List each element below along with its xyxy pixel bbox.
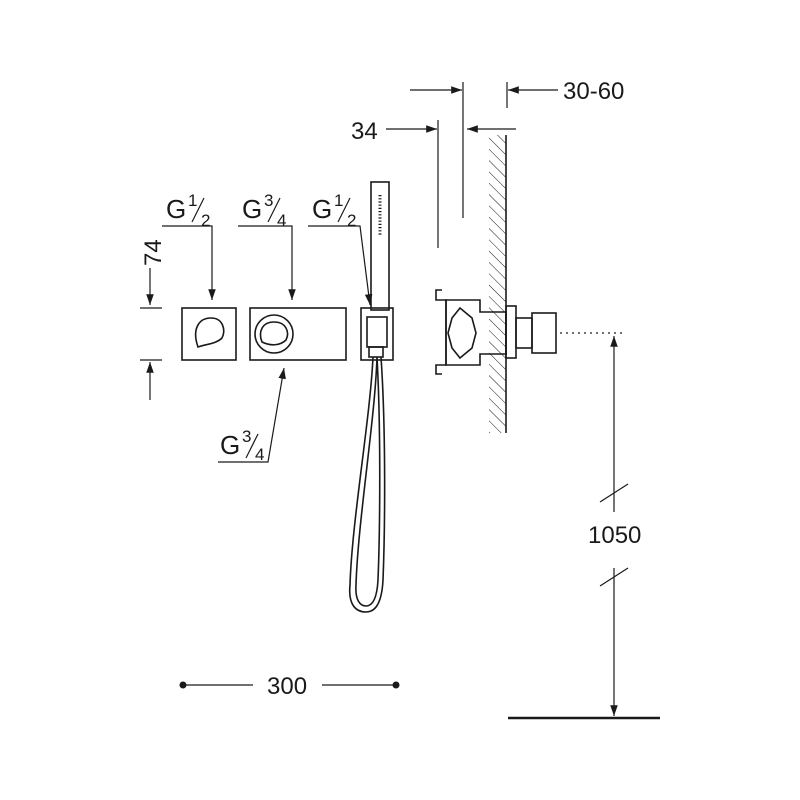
holder-bracket <box>366 316 388 348</box>
break-mark <box>599 483 629 503</box>
thread-prefix: G <box>166 194 186 224</box>
width-dimension: 300 <box>179 673 400 700</box>
hose-nut <box>368 346 384 358</box>
leader-mixer-bottom <box>218 367 286 463</box>
mixer-handle-inner <box>259 321 289 346</box>
hose-connection-plate <box>360 307 394 361</box>
valve-cartridge <box>447 306 477 360</box>
leader-left-outlet <box>162 225 216 300</box>
fraction-denominator: 4 <box>277 211 286 230</box>
mixer-handle-outer <box>254 314 294 354</box>
thread-prefix: G <box>220 430 240 460</box>
mixer-plate <box>249 307 347 361</box>
mounting-bracket <box>435 289 447 375</box>
fraction-slash <box>337 197 351 223</box>
fraction-numerator: 1 <box>188 191 197 210</box>
connection-label-left-outlet: G 1 2 <box>166 191 210 230</box>
fraction-denominator: 4 <box>255 445 264 464</box>
connection-label-hose-outlet: G 1 2 <box>312 191 356 230</box>
fraction-numerator: 3 <box>242 427 251 446</box>
height-label: 1050 <box>588 522 641 549</box>
leader-mixer-inlet <box>238 225 296 300</box>
fraction-slash <box>245 433 259 459</box>
shower-hose-outer <box>348 356 386 613</box>
leader-hose-outlet <box>308 225 373 306</box>
dim-dot-right <box>392 681 400 689</box>
fraction-slash <box>191 197 205 223</box>
fraction-slash <box>267 197 281 223</box>
connection-height-label: 74 <box>140 239 167 266</box>
height-dimension: 1050 <box>508 336 660 720</box>
connection-label-mixer-bottom: G 3 4 <box>220 427 264 464</box>
thread-prefix: G <box>312 194 332 224</box>
depth-34-label: 34 <box>351 118 378 145</box>
valve-side-view <box>435 289 624 375</box>
wall-hatching <box>489 135 506 433</box>
fraction-denominator: 2 <box>201 211 210 230</box>
mixer-plate-front <box>249 307 347 361</box>
valve-spindle <box>515 317 533 349</box>
hand-shower-body <box>370 181 390 311</box>
width-label: 300 <box>267 673 307 700</box>
depth-34-dimension: 34 <box>351 118 516 248</box>
fraction-numerator: 3 <box>264 191 273 210</box>
fraction-numerator: 1 <box>334 191 343 210</box>
outlet-plate <box>181 307 237 361</box>
valve-flange <box>505 305 517 359</box>
connection-label-mixer-inlet: G 3 4 <box>242 191 286 230</box>
outlet-plate-front <box>181 307 237 361</box>
wall-section <box>489 135 507 433</box>
break-mark <box>599 567 629 587</box>
handle-side <box>531 312 557 354</box>
hand-shower-assembly <box>348 181 394 613</box>
outlet-knob <box>194 317 225 349</box>
connection-height-dimension: 74 <box>140 239 167 400</box>
connection-leaders <box>162 225 373 463</box>
thread-prefix: G <box>242 194 262 224</box>
shower-hose-inner <box>355 356 381 607</box>
depth-range-dimension: 30-60 <box>410 78 624 218</box>
fraction-denominator: 2 <box>347 211 356 230</box>
depth-range-label: 30-60 <box>563 78 624 105</box>
